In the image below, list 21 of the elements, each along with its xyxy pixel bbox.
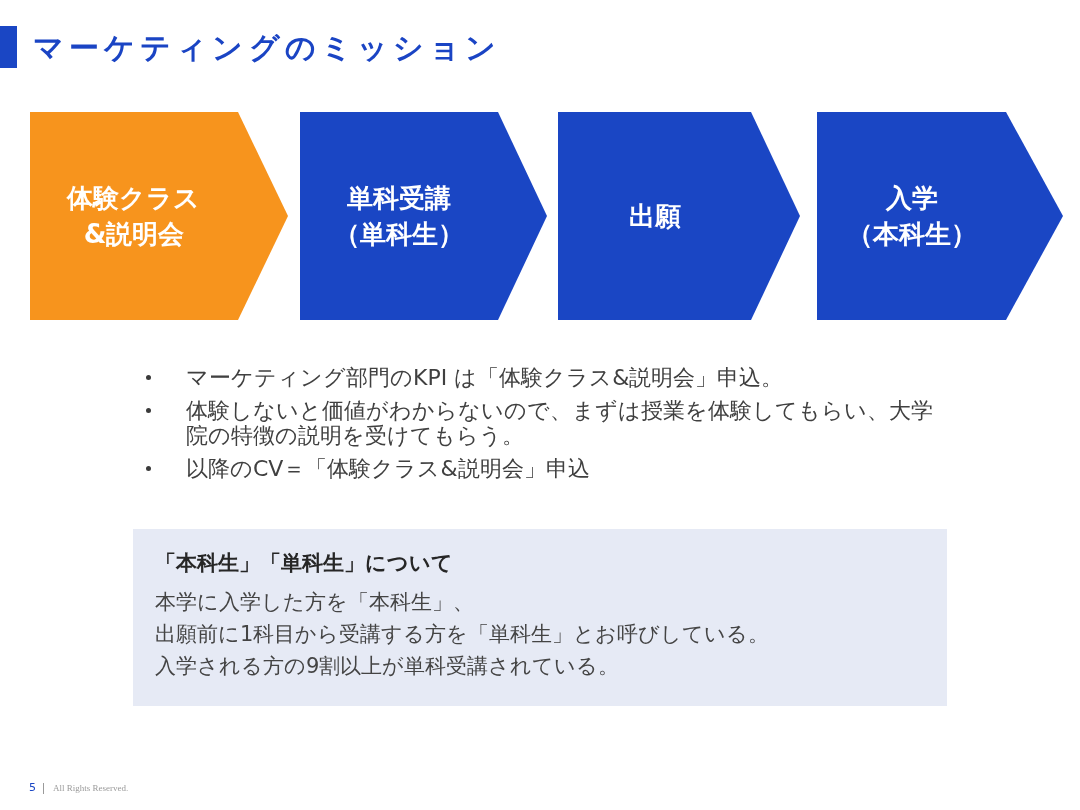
step-label: （本科生）: [846, 218, 977, 251]
info-text: 出願前に1科目から受講する方を「単科生」とお呼びしている。: [155, 621, 770, 648]
slide-title: マーケティングのミッション: [33, 28, 502, 67]
bullet-text: 以降のCV＝「体験クラス&説明会」申込: [186, 456, 591, 481]
info-panel: [133, 529, 947, 706]
chevron-step: [300, 112, 547, 320]
page-number: 5: [29, 781, 36, 795]
chevron-step: [30, 112, 288, 320]
info-text: 入学される方の9割以上が単科受講されている。: [155, 653, 620, 680]
chevron-step: [817, 112, 1063, 320]
copyright-text: All Rights Reserved.: [53, 782, 129, 795]
info-heading: 「本科生」「単科生」について: [155, 550, 453, 577]
step-label: 体験クラス&説明会: [65, 182, 202, 251]
bullet-text: マーケティング部門のKPI は「体験クラス&説明会」申込。: [186, 365, 785, 390]
bullet-text: 体験しないと価値がわからないので、まずは授業を体験してもらい、大学院の特徴の説明を受けてもらう。: [186, 398, 934, 448]
step-label: 出願: [628, 200, 681, 233]
step-label: （単科生）: [334, 218, 464, 251]
step-label: 単科受講: [347, 182, 451, 215]
chevron-step: [558, 112, 800, 320]
step-label: 入学: [885, 182, 938, 215]
info-text: 本学に入学した方を「本科生」、: [155, 589, 474, 616]
